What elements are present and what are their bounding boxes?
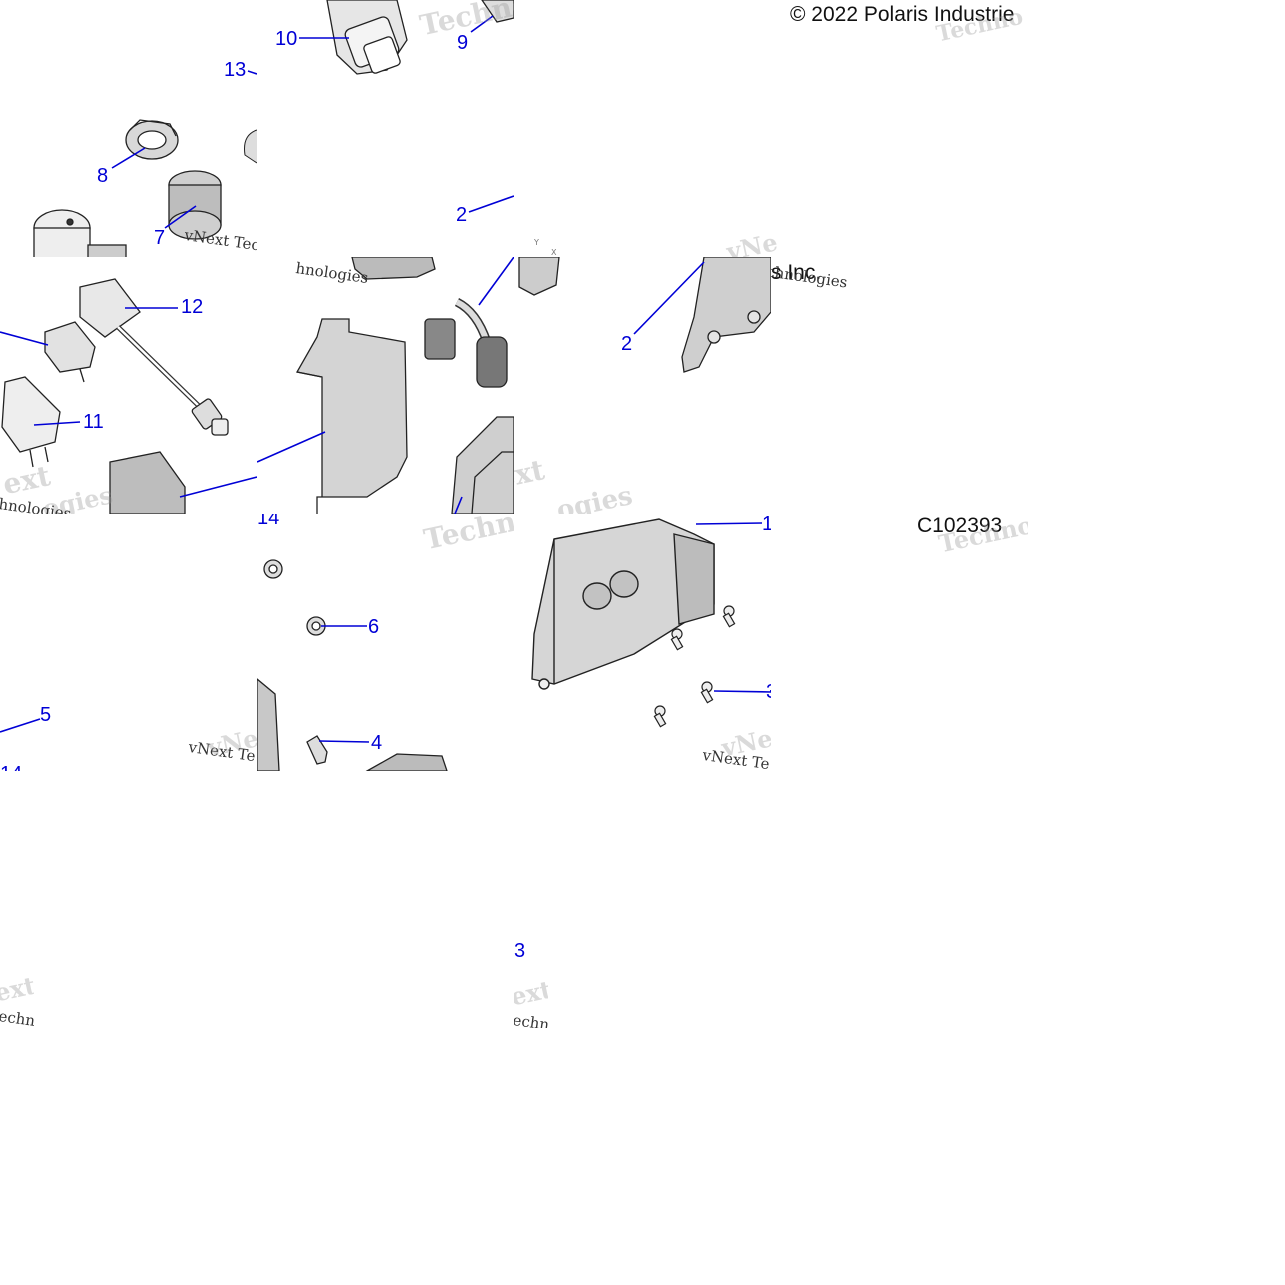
axis-y-label: Y <box>534 238 539 247</box>
watermark-ext-4: ext <box>514 974 548 1012</box>
figure-id: C102393 <box>917 514 1003 537</box>
callout-14-edge: 14 <box>0 764 22 771</box>
leader-lines-r2c3 <box>633 261 705 335</box>
leader-lines-r3c1 <box>0 718 41 733</box>
tile-r3c4: C102393 Techno <box>771 514 1028 771</box>
parts-drawing-r3c3 <box>531 518 771 728</box>
leader-lines-r2c1 <box>0 307 257 498</box>
part-edge <box>244 129 257 164</box>
tile-r2c1: 12 11 ext ogies hnologies <box>0 257 257 514</box>
leader-lines-r3c3 <box>695 522 771 693</box>
parts-drawing-r1c2 <box>299 0 514 213</box>
tile-r2c3: 2 vNext Technologies ext ogies <box>514 257 771 514</box>
tile-r4c1: ext echno <box>0 771 34 1028</box>
tile-r1c1: 13 8 7 vNext Technologies <box>0 0 257 257</box>
part-9-clip <box>481 0 514 23</box>
part-plate-left <box>257 678 280 771</box>
axis-x-label: X <box>551 248 557 257</box>
tile-r1c3: © 2022 Polaris Industrie Techno vNe <box>514 0 1028 257</box>
part-relay <box>44 321 96 383</box>
tile-r3c2: 14 6 4 Techno <box>257 514 514 771</box>
parts-drawing-r1c1 <box>33 70 257 257</box>
callout-5: 5 <box>40 704 52 726</box>
part-harness <box>424 297 508 388</box>
callout-2: 2 <box>456 204 468 226</box>
callout-3-edge: 3 <box>766 682 771 702</box>
parts-drawing-r3c2 <box>257 559 448 771</box>
watermark-echno: echno <box>0 1007 34 1028</box>
watermark-vne: vNe <box>724 227 781 257</box>
part-7-connector <box>168 170 222 240</box>
part-bracket-right <box>451 416 514 514</box>
copyright-fragment: s Inc. <box>771 261 822 284</box>
callout-2-bracket: 2 <box>621 333 633 355</box>
callout-6: 6 <box>368 616 380 638</box>
part-nut <box>263 559 283 579</box>
part-10-plug <box>326 0 408 75</box>
part-bracket-bottom <box>109 451 186 514</box>
part-top-clip <box>351 257 436 280</box>
callout-12: 12 <box>181 296 204 318</box>
tile-r2c2: hnologies <box>257 257 514 514</box>
callout-14: 14 <box>257 514 280 529</box>
callout-13: 13 <box>224 59 247 81</box>
part-12-sensor <box>79 278 229 436</box>
tile-r1c2: 10 9 2 Techno <box>257 0 514 257</box>
callout-10: 10 <box>275 28 298 50</box>
part-11-relay <box>1 376 61 468</box>
part-1-ecu <box>531 518 715 690</box>
tile-r2c4: s Inc. vNext Technologies <box>771 257 1028 514</box>
callout-4: 4 <box>371 732 383 754</box>
callout-3: 3 <box>514 940 526 962</box>
parts-drawing-r2c1 <box>0 278 257 514</box>
tile-r4c3: 3 ext echno <box>514 771 548 1028</box>
parts-drawing-r2c3 <box>518 257 771 373</box>
part-2-bracket <box>681 257 771 373</box>
leader-lines-r1c2 <box>299 15 514 213</box>
parts-drawing-r3c1 <box>0 718 41 733</box>
copyright-text: © 2022 Polaris Industrie <box>790 3 1015 26</box>
callout-8: 8 <box>97 165 109 187</box>
parts-drawing-r2c2 <box>257 257 514 514</box>
part-small-clip <box>518 257 560 296</box>
part-bracket-bottom-right <box>365 753 448 771</box>
tile-r3c3: 1 3 vNext Te vNe <box>514 514 771 771</box>
callout-9: 9 <box>457 32 469 54</box>
leader-lines-r2c2 <box>257 257 514 514</box>
part-8-grommet <box>125 119 179 160</box>
callout-11: 11 <box>83 411 104 433</box>
part-knob <box>33 209 127 257</box>
part-4-pin <box>306 735 328 765</box>
leader-lines-r3c2 <box>318 625 370 743</box>
leader-lines-r1c1 <box>111 70 257 229</box>
part-mounting-plate <box>295 318 408 514</box>
part-3-screws <box>653 605 736 728</box>
tile-r3c1: 5 14 vNext Te vNe <box>0 514 257 771</box>
part-6-nut <box>306 616 326 636</box>
callout-1: 1 <box>762 514 771 535</box>
watermark-ext-3: ext <box>0 970 34 1008</box>
callout-7: 7 <box>154 227 166 249</box>
watermark-echno-2: echno <box>514 1011 548 1028</box>
